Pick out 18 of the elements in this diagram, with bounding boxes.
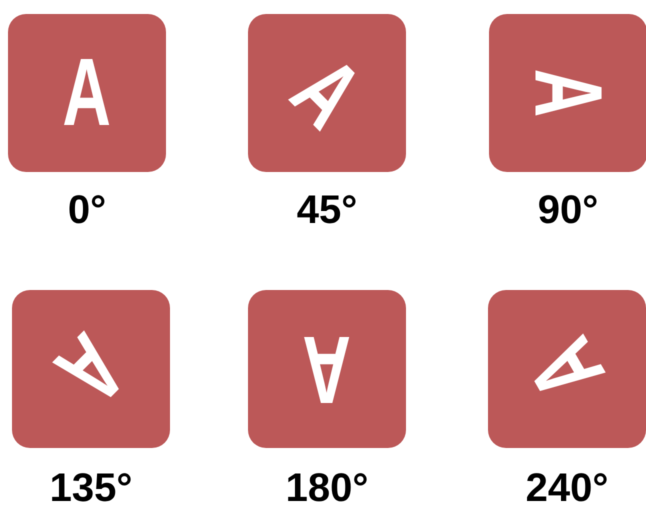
- angle-label: 45°: [296, 190, 358, 230]
- angle-label: 90°: [536, 190, 600, 230]
- angle-label: 0°: [66, 190, 108, 230]
- rotated-letter: A: [520, 68, 616, 118]
- angle-label: 180°: [284, 468, 370, 508]
- rotated-letter: A: [62, 45, 112, 141]
- rounded-square: [12, 290, 170, 448]
- rotated-letter: A: [513, 324, 621, 414]
- rounded-square: [248, 290, 406, 448]
- angle-label: 135°: [48, 468, 134, 508]
- rounded-square: [248, 14, 406, 172]
- rounded-square: [489, 14, 646, 172]
- rounded-square: [488, 290, 646, 448]
- rounded-square: [8, 14, 166, 172]
- rotated-letter: A: [302, 321, 352, 417]
- angle-label: 240°: [524, 468, 610, 508]
- rotated-letter: A: [40, 318, 142, 420]
- rotated-letter: A: [276, 42, 378, 144]
